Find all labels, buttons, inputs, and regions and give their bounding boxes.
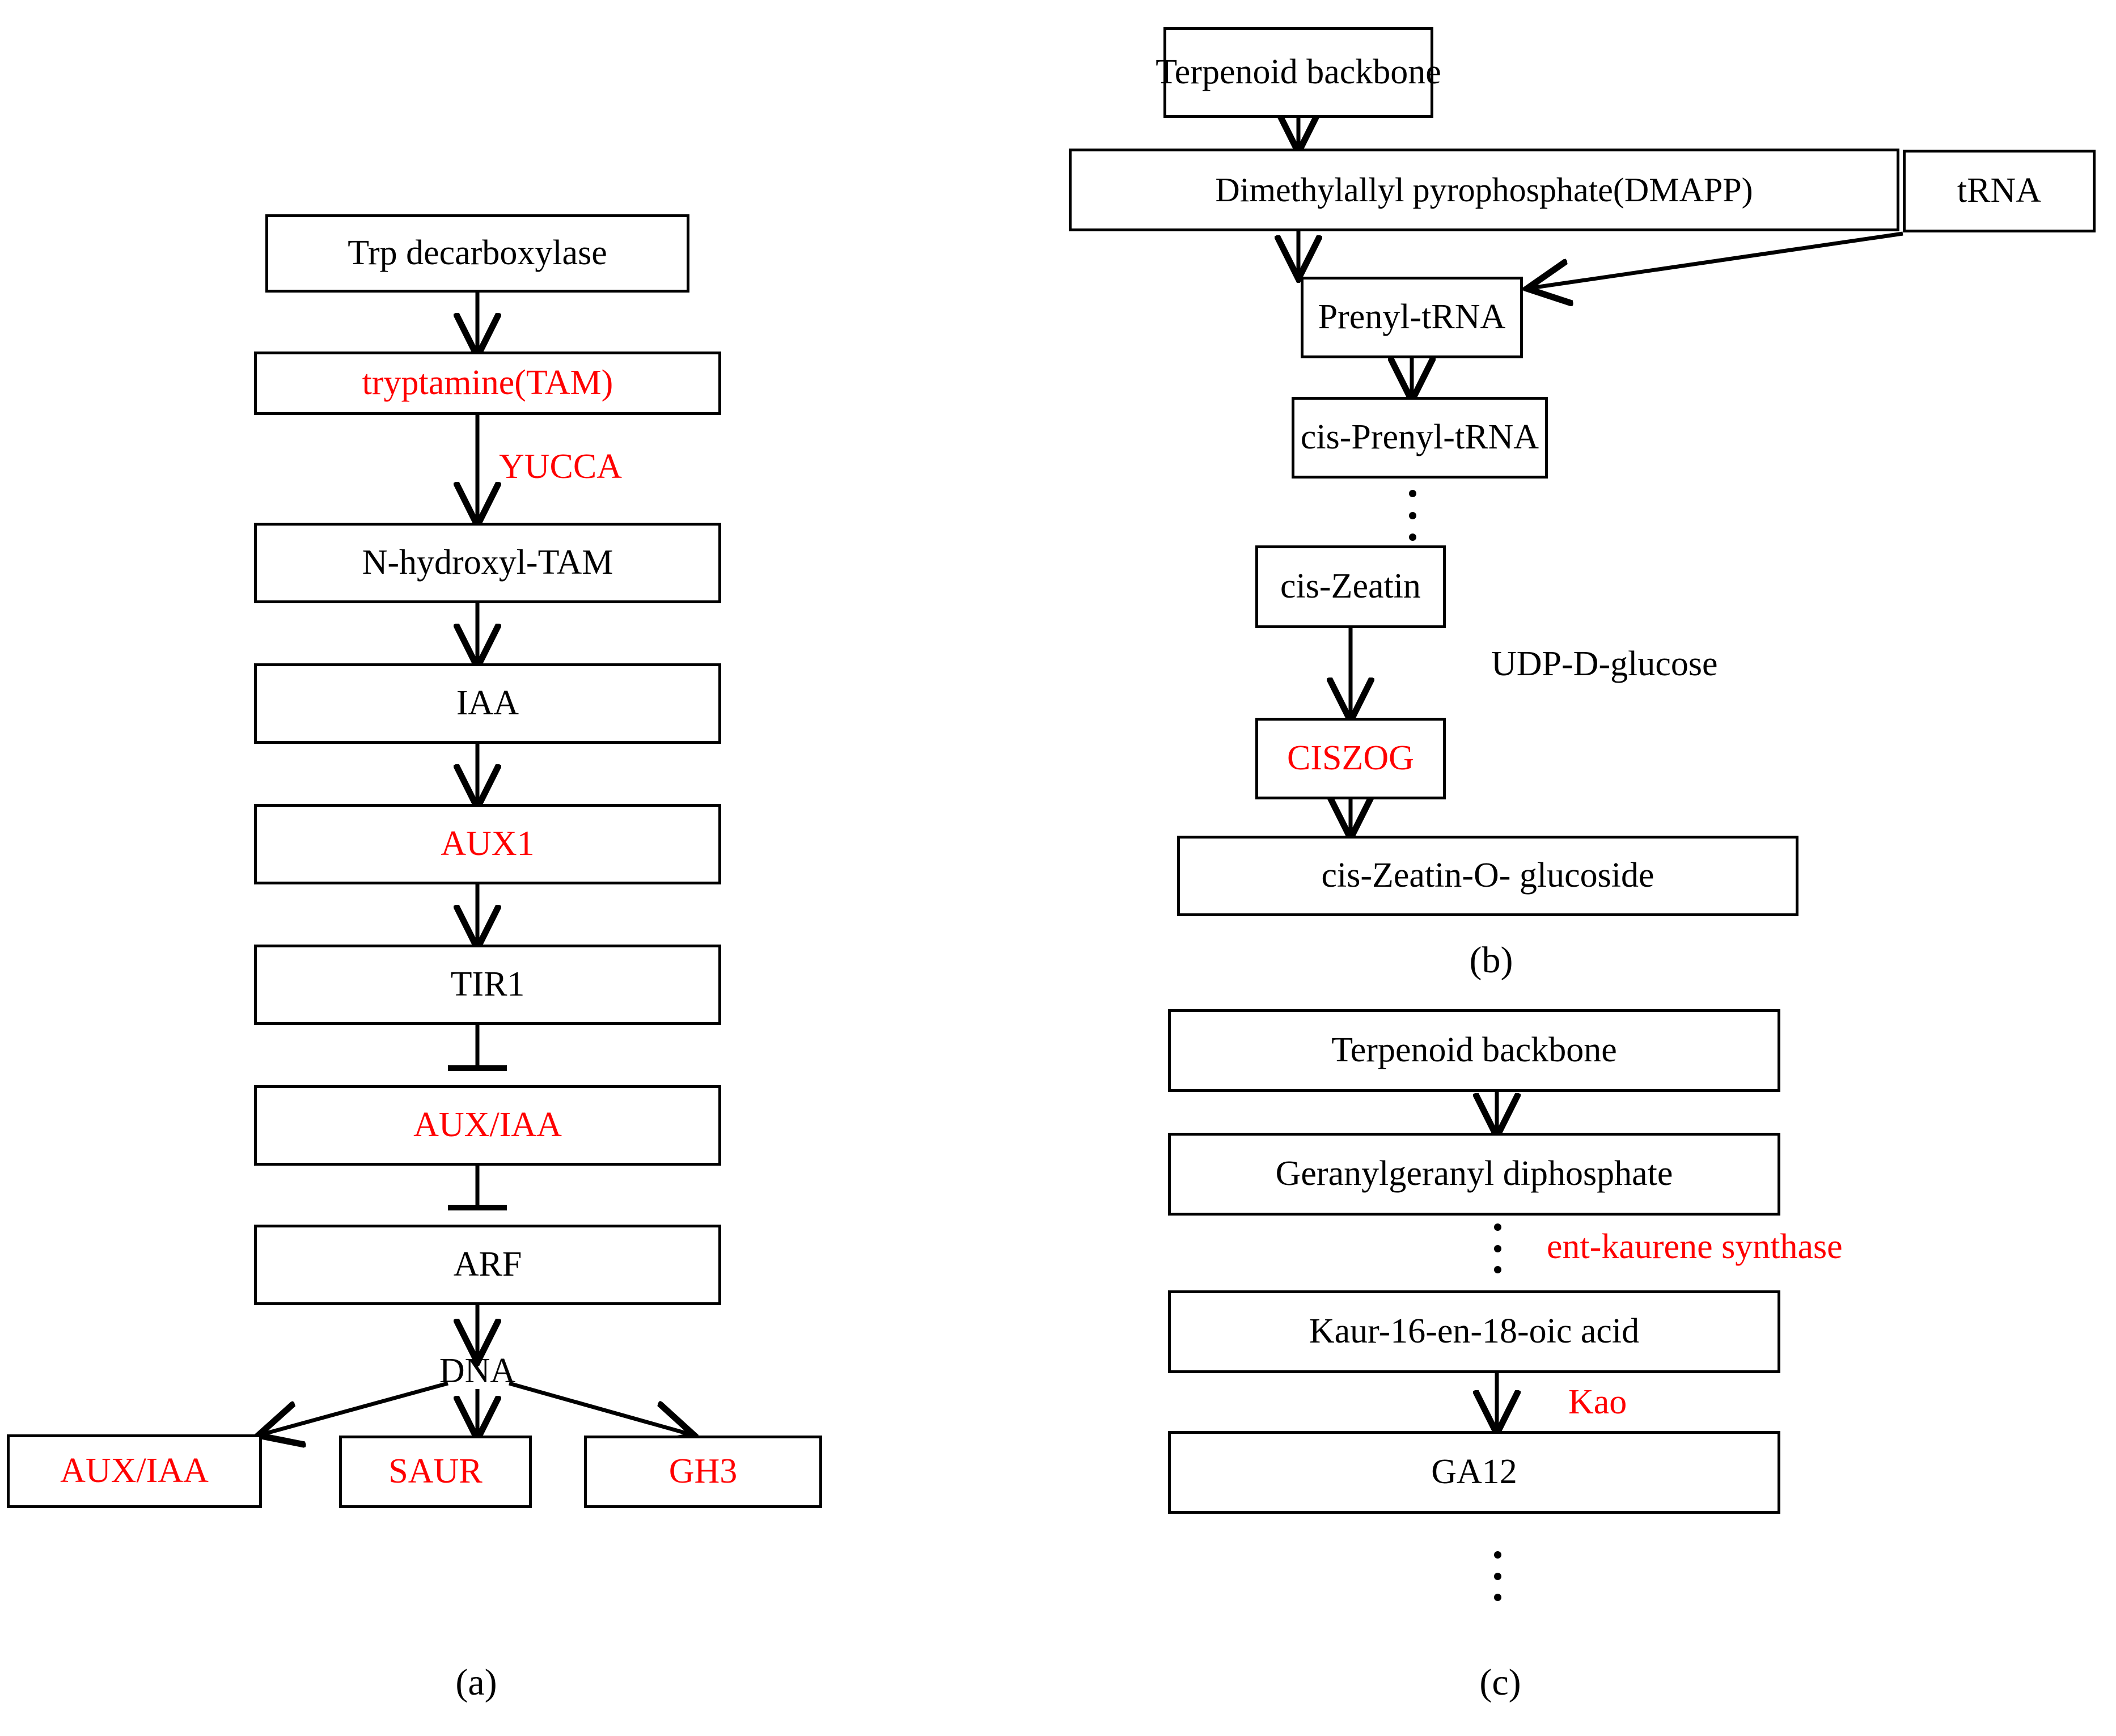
node-terpenoid-backbone-b[interactable]: Terpenoid backbone (1156, 27, 1441, 118)
node-prenyl-trna[interactable]: Prenyl-tRNA (1301, 277, 1523, 358)
caption-panel-c: (c) (1479, 1662, 1521, 1703)
edge-a9-a10 (262, 1381, 448, 1434)
ellipsis-c4-end (1493, 1551, 1501, 1601)
node-trna[interactable]: tRNA (1903, 150, 2096, 232)
node-saur[interactable]: SAUR (339, 1436, 532, 1508)
caption-panel-a: (a) (455, 1662, 497, 1703)
edge-label-udp-d-glucose: UDP-D-glucose (1491, 645, 1718, 683)
node-geranylgeranyl-diphosphate[interactable]: Geranylgeranyl diphosphate (1168, 1133, 1780, 1216)
node-ga12[interactable]: GA12 (1168, 1431, 1780, 1514)
node-kaur-16-en-18-oic-acid[interactable]: Kaur-16-en-18-oic acid (1168, 1290, 1780, 1373)
node-aux-iaa-target[interactable]: AUX/IAA (7, 1434, 262, 1508)
node-aux1[interactable]: AUX1 (254, 804, 721, 884)
node-aux-iaa-signal[interactable]: AUX/IAA (254, 1085, 721, 1166)
edge-b3-b4 (1531, 231, 1903, 288)
edge-label-yucca: YUCCA (499, 447, 623, 486)
node-cis-zeatin-o-glucoside[interactable]: cis-Zeatin-O- glucoside (1177, 836, 1798, 916)
node-trp-decarboxylase[interactable]: Trp decarboxylase (265, 214, 689, 293)
edge-a9-a12 (509, 1381, 691, 1434)
node-dmapp[interactable]: Dimethylallyl pyrophosphate(DMAPP) (1069, 149, 1899, 231)
node-n-hydroxyl-tam[interactable]: N-hydroxyl-TAM (254, 523, 721, 603)
node-terpenoid-backbone-c[interactable]: Terpenoid backbone (1168, 1009, 1780, 1092)
node-tir1[interactable]: TIR1 (254, 945, 721, 1025)
ellipsis-b5-b6 (1408, 490, 1416, 541)
node-tryptamine-tam[interactable]: tryptamine(TAM) (254, 352, 721, 415)
node-ciszog[interactable]: CISZOG (1255, 718, 1446, 799)
node-iaa[interactable]: IAA (254, 663, 721, 744)
node-arf[interactable]: ARF (254, 1225, 721, 1305)
node-cis-prenyl-trna[interactable]: cis-Prenyl-tRNA (1292, 397, 1548, 479)
node-dna: DNA (439, 1351, 516, 1390)
ellipsis-c2-c3 (1493, 1223, 1501, 1273)
edge-label-kao: Kao (1568, 1383, 1627, 1421)
node-gh3[interactable]: GH3 (584, 1436, 822, 1508)
node-cis-zeatin[interactable]: cis-Zeatin (1255, 545, 1446, 628)
edge-label-ent-kaurene-synthase: ent-kaurene synthase (1547, 1227, 1843, 1266)
caption-panel-b: (b) (1469, 939, 1513, 981)
